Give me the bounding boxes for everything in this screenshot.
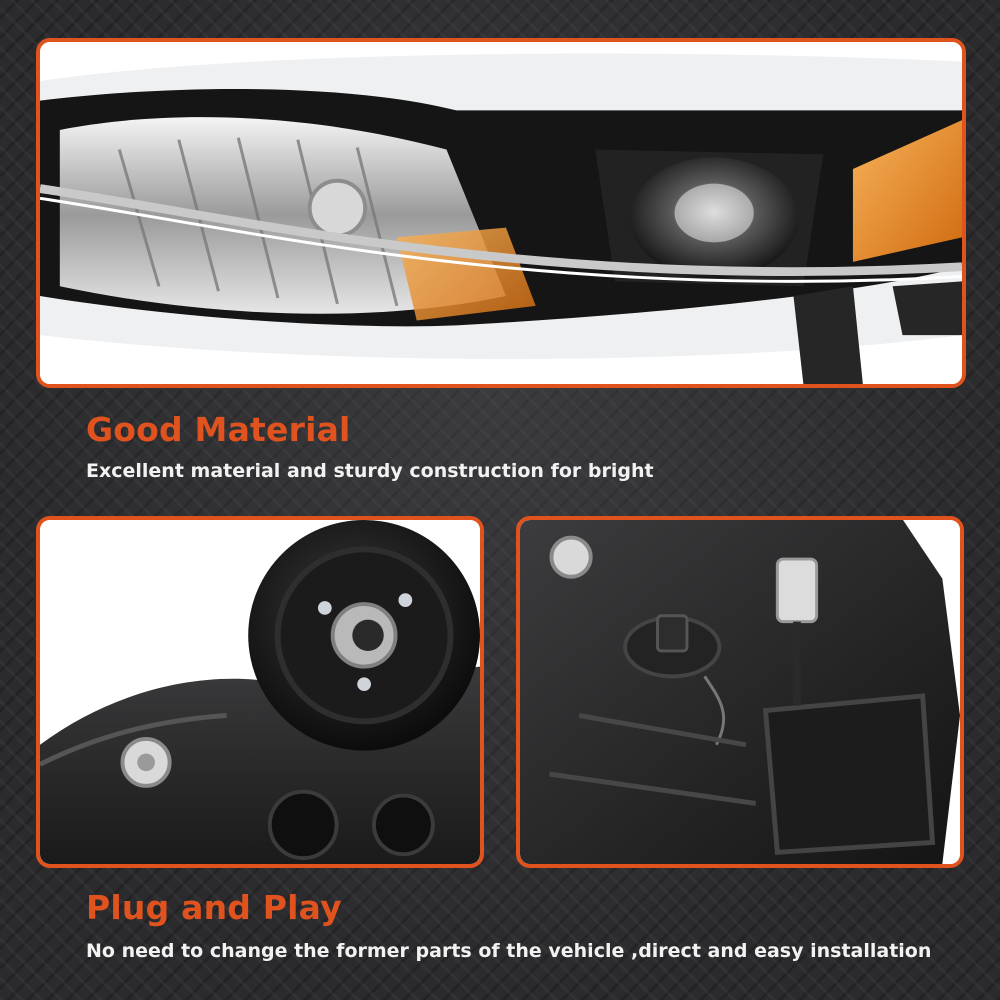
feature-title-good-material: Good Material [86, 410, 351, 449]
feature-title-plug-and-play: Plug and Play [86, 888, 342, 927]
headlight-connector-illustration [520, 520, 960, 864]
headlight-front-illustration [40, 42, 962, 384]
headlight-front-photo [36, 38, 966, 388]
feature-description-plug-and-play: No need to change the former parts of th… [86, 940, 932, 962]
headlight-connector-photo [516, 516, 964, 868]
feature-description-good-material: Excellent material and sturdy constructi… [86, 460, 654, 482]
headlight-socket-illustration [40, 520, 480, 864]
headlight-socket-photo [36, 516, 484, 868]
